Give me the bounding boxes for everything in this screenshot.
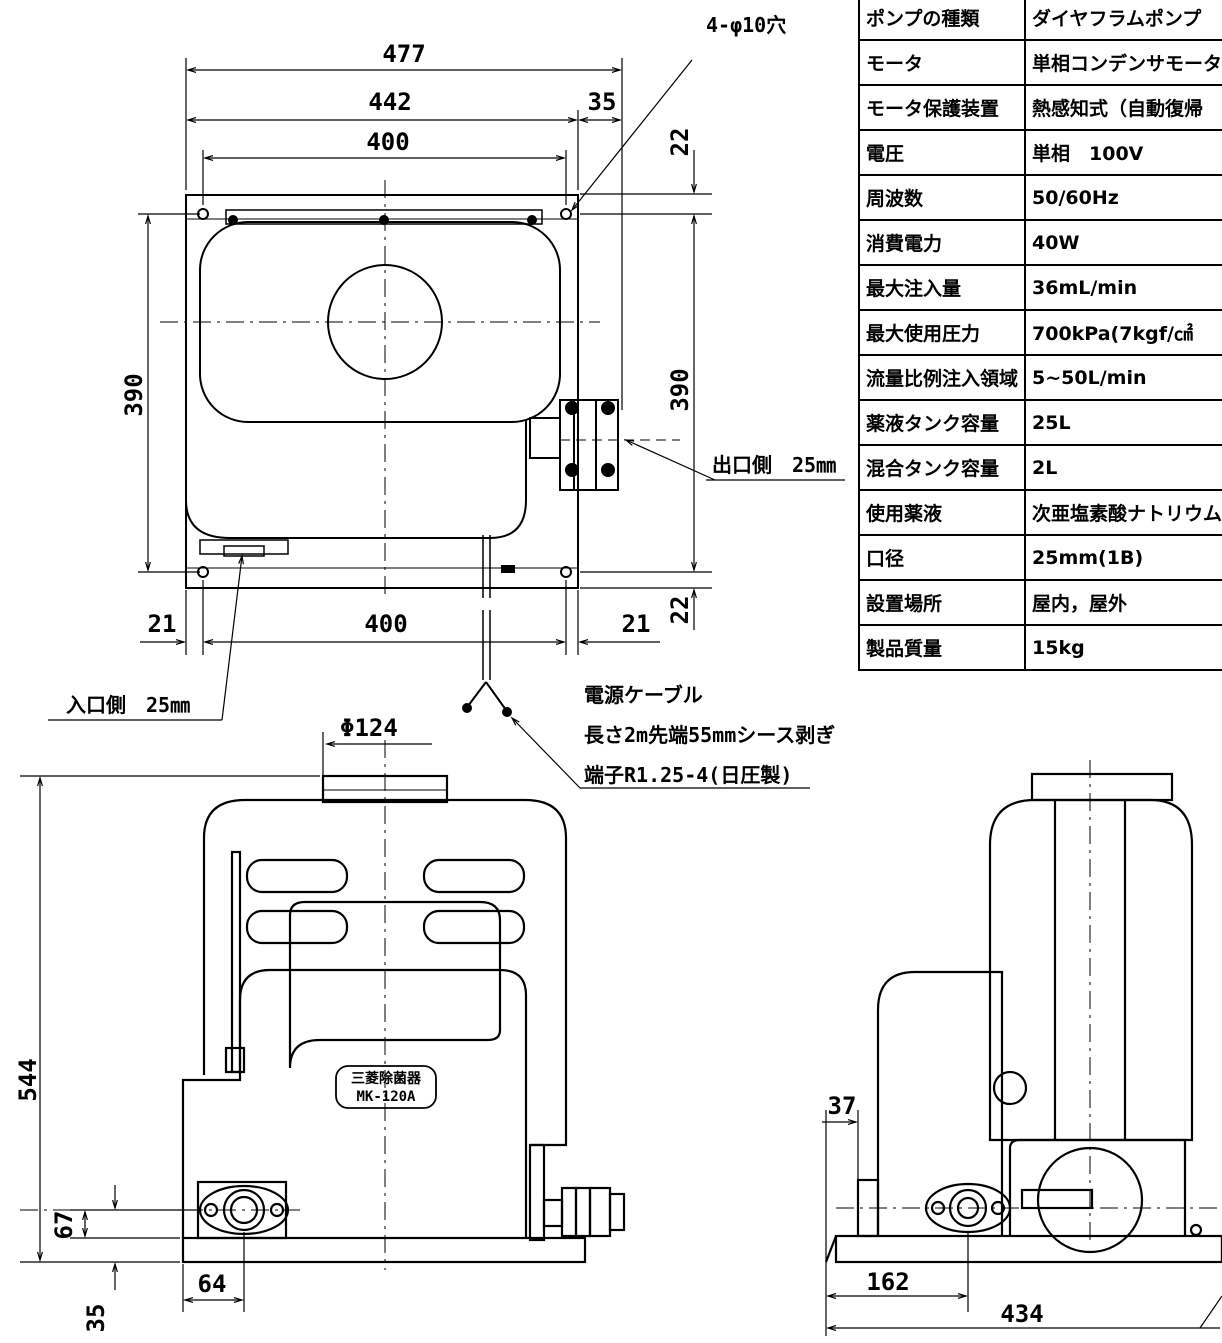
front-base-plate — [181, 1236, 587, 1264]
spec-value: 5~50L/min — [1024, 354, 1222, 401]
dim-phi124: Φ124 — [340, 714, 398, 742]
dim-21-left: 21 — [148, 610, 177, 638]
cable-label-2: 長さ2m先端55mmシース剥ぎ — [584, 723, 835, 747]
side-lid — [1030, 772, 1174, 802]
spec-value: 単相コンデンサモータ — [1024, 39, 1222, 86]
side-tank-outline — [988, 798, 1194, 1142]
spec-value: 2L — [1024, 444, 1222, 491]
top-base-plate — [185, 194, 579, 589]
spec-value: 40W — [1024, 219, 1222, 266]
spec-value: 25mm(1B) — [1024, 534, 1222, 581]
front-dim-text: Φ124 544 67 35 64 — [14, 714, 398, 1332]
spec-value: 25L — [1024, 399, 1222, 446]
spec-key: 流量比例注入領域 — [857, 354, 1027, 401]
dim-544: 544 — [14, 1058, 42, 1101]
spec-value: 700kPa(7kgf/㎠ — [1024, 309, 1222, 356]
spec-row: 使用薬液次亜塩素酸ナトリウム — [857, 489, 1222, 536]
top-view — [160, 180, 680, 717]
spec-value: 15kg — [1024, 624, 1222, 671]
dim-390-left: 390 — [120, 373, 148, 416]
spec-key: 薬液タンク容量 — [857, 399, 1027, 446]
side-housing — [876, 970, 1004, 1236]
dim-22-top: 22 — [666, 128, 694, 157]
side-dim-lines — [822, 1110, 1222, 1336]
spec-row: 電圧単相 100V — [857, 129, 1222, 176]
dim-35-base: 35 — [82, 1304, 110, 1333]
dim-400-bottom: 400 — [364, 610, 407, 638]
front-tank-outline — [202, 798, 568, 1147]
dim-37: 37 — [828, 1092, 857, 1120]
side-dim-text: 37 162 434 — [828, 1092, 1044, 1328]
spec-row: ポンプの種類ダイヤフラムポンプ — [857, 0, 1222, 41]
spec-value: ダイヤフラムポンプ — [1024, 0, 1222, 41]
dim-442: 442 — [368, 88, 411, 116]
spec-key: 設置場所 — [857, 579, 1027, 626]
dim-21-right: 21 — [622, 610, 651, 638]
side-view — [824, 760, 1222, 1264]
inlet-label: 入口側 25㎜ — [66, 693, 190, 717]
front-dim-lines — [20, 732, 432, 1312]
nameplate-text: 三菱除菌器 MK-120A — [351, 1070, 422, 1105]
nameplate-line1: 三菱除菌器 — [351, 1070, 422, 1087]
spec-key: ポンプの種類 — [857, 0, 1027, 41]
dim-22-bottom: 22 — [666, 596, 694, 625]
dim-477: 477 — [382, 40, 425, 68]
spec-key: 最大注入量 — [857, 264, 1027, 311]
outlet-fitting-front — [528, 1143, 626, 1242]
cable-label-1: 電源ケーブル — [584, 683, 703, 707]
spec-value: 単相 100V — [1024, 129, 1222, 176]
spec-key: モータ — [857, 39, 1027, 86]
dim-400-top: 400 — [366, 128, 409, 156]
dim-390-right: 390 — [666, 368, 694, 411]
spec-key: モータ保護装置 — [857, 84, 1027, 131]
spec-value: 50/60Hz — [1024, 174, 1222, 221]
front-view — [20, 740, 626, 1270]
outlet-fitting-top — [529, 399, 619, 491]
cable-label-3: 端子R1.25-4(日圧製) — [584, 763, 792, 787]
spec-key: 混合タンク容量 — [857, 444, 1027, 491]
spec-key: 製品質量 — [857, 624, 1027, 671]
spec-key: 消費電力 — [857, 219, 1027, 266]
dim-67: 67 — [50, 1211, 78, 1240]
outlet-label: 出口側 25㎜ — [712, 453, 836, 477]
dim-35: 35 — [588, 88, 617, 116]
side-base-plate — [834, 1234, 1222, 1264]
spec-key: 最大使用圧力 — [857, 309, 1027, 356]
spec-row: モータ単相コンデンサモータ — [857, 39, 1222, 86]
spec-key: 口径 — [857, 534, 1027, 581]
front-housing — [181, 968, 528, 1238]
spec-key: 使用薬液 — [857, 489, 1027, 536]
spec-row: モータ保護装置熱感知式（自動復帰 — [857, 84, 1222, 131]
spec-row: 設置場所屋内，屋外 — [857, 579, 1222, 626]
spec-key: 周波数 — [857, 174, 1027, 221]
spec-value: 36mL/min — [1024, 264, 1222, 311]
nameplate-badge — [335, 1065, 437, 1109]
spec-value: 次亜塩素酸ナトリウム — [1024, 489, 1222, 536]
dim-162: 162 — [866, 1268, 909, 1296]
holes-note: 4-φ10穴 — [706, 13, 786, 37]
spec-table: ポンプの種類ダイヤフラムポンプモータ単相コンデンサモータモータ保護装置熱感知式（… — [857, 0, 1222, 671]
dim-434: 434 — [1000, 1300, 1043, 1328]
nameplate-line2: MK-120A — [356, 1089, 416, 1105]
spec-key: 電圧 — [857, 129, 1027, 176]
top-dim-lines — [48, 58, 845, 789]
top-dim-text: 477 442 35 400 390 390 22 22 21 400 21 4… — [66, 13, 836, 787]
dim-64: 64 — [198, 1270, 227, 1298]
spec-value: 屋内，屋外 — [1024, 579, 1222, 626]
spec-value: 熱感知式（自動復帰 — [1024, 84, 1222, 131]
